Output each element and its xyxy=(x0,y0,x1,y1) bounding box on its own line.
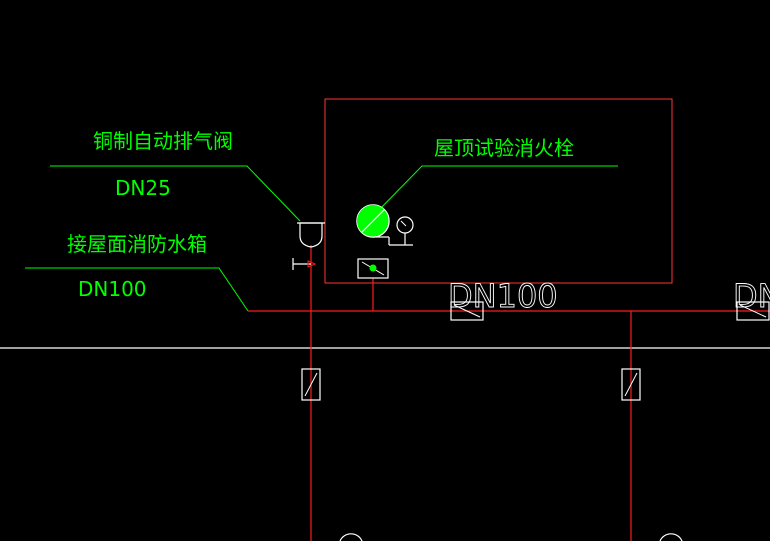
lower-hydrant-right-icon xyxy=(659,533,683,541)
main-pipe-valve-1-icon xyxy=(450,301,484,321)
air-vent-valve-icon xyxy=(297,222,325,248)
lower-hydrant-left-icon xyxy=(339,533,363,541)
roof-tank-name-label: 接屋面消防水箱 xyxy=(67,232,207,256)
test-hydrant-name-label: 屋顶试验消火栓 xyxy=(434,136,574,160)
hydrant-gate-valve-icon xyxy=(357,258,389,279)
riser-left-valve-icon xyxy=(301,368,321,401)
main-pipe-valve-2-icon xyxy=(736,301,770,321)
main-pipe-size-label-1: DN100 xyxy=(448,277,558,315)
vent-valve-leader xyxy=(50,165,301,222)
main-pipe-size-label-2: DN xyxy=(733,277,770,315)
roof-hydrant-enclosure xyxy=(324,98,673,284)
riser-right-valve-icon xyxy=(621,368,641,401)
pressure-gauge-icon xyxy=(373,216,414,246)
roof-tank-size-label: DN100 xyxy=(78,277,147,301)
vent-valve-size-label: DN25 xyxy=(115,176,171,200)
fire-hydrant-icon xyxy=(356,204,390,238)
vent-valve-name-label: 铜制自动排气阀 xyxy=(93,129,233,153)
roof-tank-leader xyxy=(25,267,249,312)
test-hydrant-leader xyxy=(373,165,618,216)
check-valve-icon xyxy=(292,258,317,270)
